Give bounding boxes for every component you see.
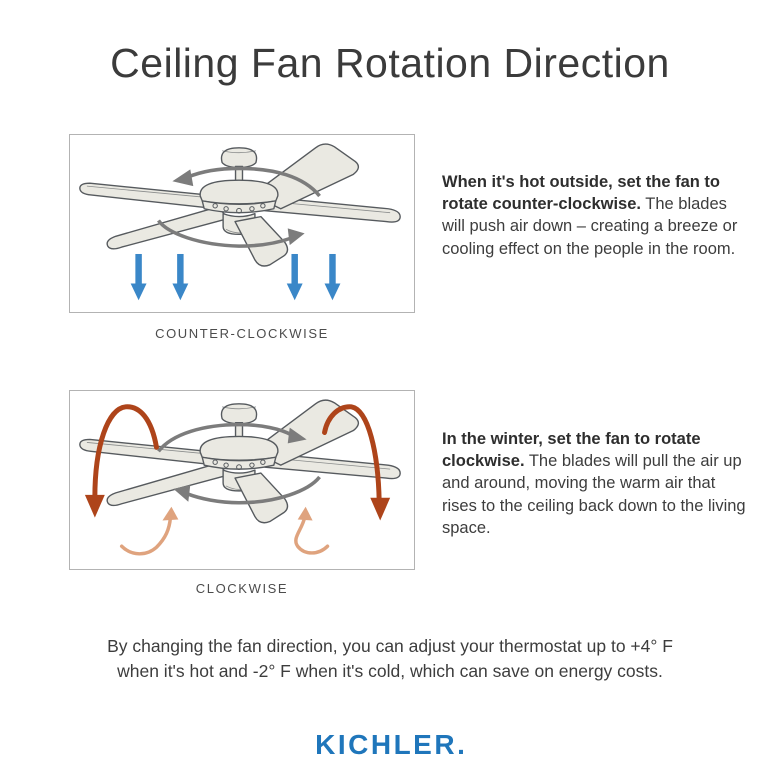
footer-line-1: By changing the fan direction, you can a… (107, 636, 673, 656)
brand-trademark-dot: . (457, 729, 465, 760)
heating-description: In the winter, set the fan to rotate clo… (442, 428, 754, 539)
clockwise-diagram (79, 399, 401, 556)
footer-note: By changing the fan direction, you can a… (0, 634, 780, 684)
counter-clockwise-diagram (79, 143, 401, 301)
warm-air-circulation-arrows-icon (84, 404, 391, 556)
brand-name: KICHLER (315, 729, 458, 760)
caption-counter-clockwise: COUNTER-CLOCKWISE (155, 326, 329, 341)
caption-clockwise: CLOCKWISE (195, 581, 289, 596)
heating-description-lead: In the winter, set the fan to rotate clo… (442, 430, 701, 471)
cooling-description-body: The blades will push air down – creating… (442, 195, 738, 258)
footer-line-2: when it's hot and -2° F when it's cold, … (117, 661, 663, 681)
cooling-description-lead: When it's hot outside, set the fan to ro… (442, 173, 721, 214)
cooling-description: When it's hot outside, set the fan to ro… (442, 171, 754, 260)
diagram-box-counter-clockwise (69, 134, 415, 313)
diagram-box-clockwise (69, 390, 415, 570)
airflow-down-arrows-icon (130, 253, 341, 301)
brand-logo: KICHLER. (0, 729, 780, 761)
rotation-cw-icon (157, 422, 321, 505)
rotation-ccw-icon (157, 166, 321, 248)
page-title: Ceiling Fan Rotation Direction (110, 40, 670, 86)
heating-description-body: The blades will pull the air up and arou… (442, 452, 746, 537)
